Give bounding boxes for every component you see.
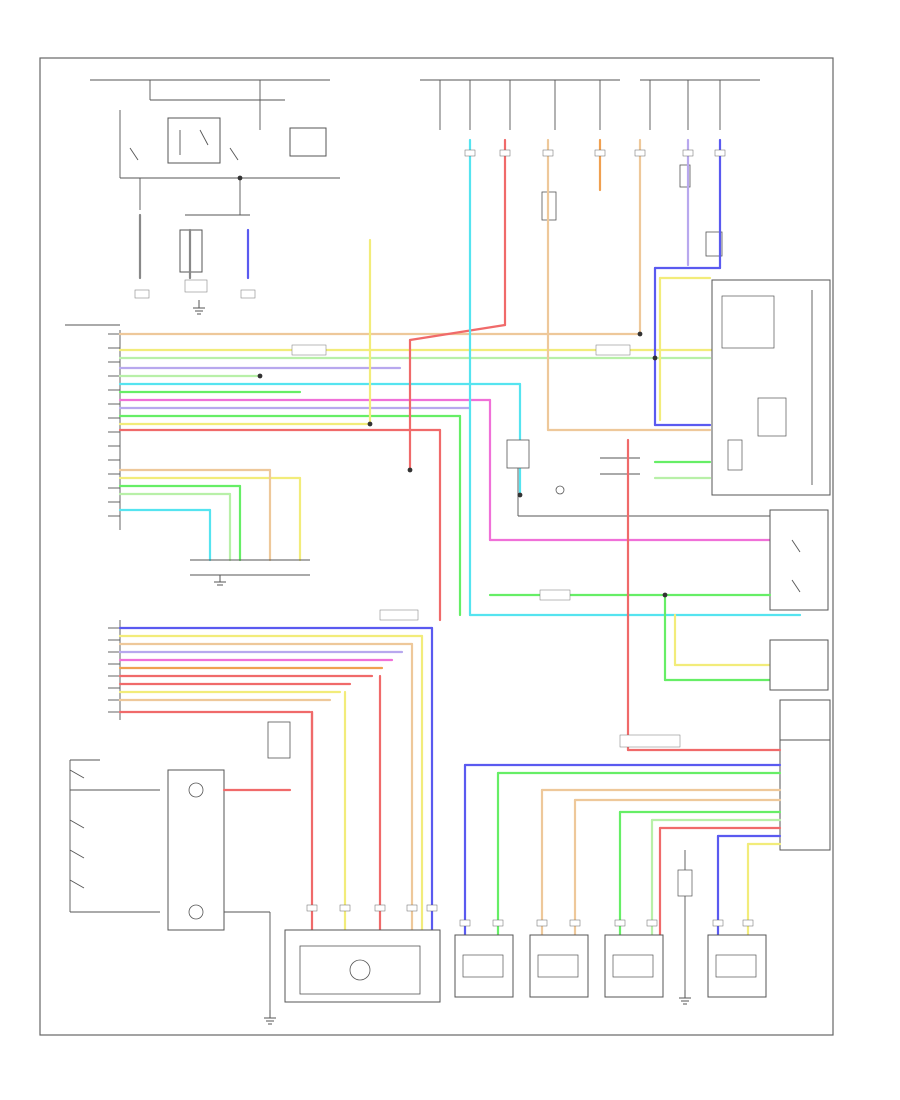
fuse-block-right: [420, 79, 760, 130]
sensor-icon: [707, 934, 767, 998]
diode-icon: [555, 457, 640, 495]
ground-icon: [193, 300, 205, 315]
relay-icon: [506, 439, 780, 517]
upper-harness-wires: [118, 332, 722, 512]
ground-icon: [264, 1010, 276, 1025]
diagram-frame: [39, 57, 834, 1036]
cruise-control-switch: [69, 759, 225, 931]
sensor-icon: [779, 699, 831, 851]
switch-icon: [129, 147, 239, 161]
ground-icon: [679, 990, 691, 1005]
upper-harness-verticals: [208, 138, 782, 622]
connector-markers: [306, 149, 754, 927]
fuse-relay-block: [90, 79, 340, 273]
combination-meter-module: [711, 279, 831, 496]
ground-icon: [214, 575, 226, 586]
sensor-icon: [454, 934, 514, 998]
wheel-speed-sensor-harness: [463, 763, 782, 937]
lower-harness-wires: [118, 626, 434, 714]
connector-pins-upper: [108, 333, 120, 517]
wire-color-tags: [291, 344, 681, 748]
fuse-icon: [541, 164, 723, 257]
lower-harness-verticals: [310, 626, 434, 937]
sensor-icon: [529, 934, 589, 998]
switch-icon: [69, 769, 85, 889]
motor-icon: [349, 959, 371, 981]
right-side-wires: [468, 138, 802, 617]
throttle-body-assembly: [284, 929, 441, 1003]
sensor-icon: [604, 934, 664, 998]
stop-light-switch: [769, 509, 829, 611]
connector-icon: [65, 324, 121, 530]
connector-pins-lower: [108, 627, 120, 713]
splice-points: [237, 175, 668, 598]
